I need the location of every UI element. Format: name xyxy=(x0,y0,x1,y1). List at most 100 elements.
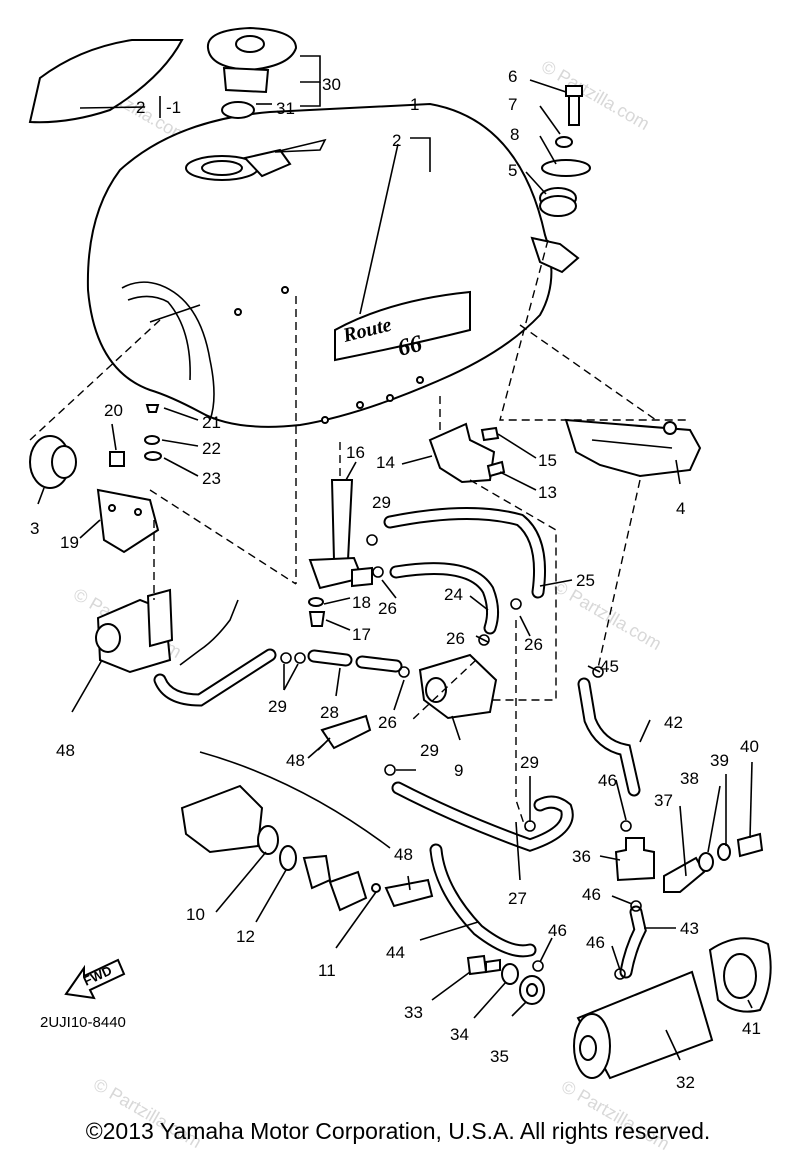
tank-cover-decal xyxy=(28,39,184,124)
callout-22: 22 xyxy=(202,439,221,458)
callout-24: 24 xyxy=(444,585,463,604)
callout-19: 19 xyxy=(60,533,79,552)
callout-29c: 29 xyxy=(420,741,439,760)
rear-bracket xyxy=(564,418,702,478)
callout-20: 20 xyxy=(104,401,123,420)
washer-18 xyxy=(308,597,324,607)
callout-12: 12 xyxy=(236,927,255,946)
callout-8: 8 xyxy=(510,125,519,144)
callout-26b: 26 xyxy=(446,629,465,648)
callout-13: 13 xyxy=(538,483,557,502)
callout-46b: 46 xyxy=(582,885,601,904)
callout-45: 45 xyxy=(600,657,619,676)
callout-26d: 26 xyxy=(378,713,397,732)
fuel-cock xyxy=(308,479,373,590)
fuel-cap xyxy=(206,26,298,94)
joint-36 xyxy=(614,837,655,882)
callout-18: 18 xyxy=(352,593,371,612)
callout-48a: 48 xyxy=(56,741,75,760)
callout-37: 37 xyxy=(654,791,673,810)
callout-46d: 46 xyxy=(548,921,567,940)
callout-30: 30 xyxy=(322,75,341,94)
fuel-tank: Route 66 xyxy=(86,102,580,428)
callout-16: 16 xyxy=(346,443,365,462)
bolt-33 xyxy=(466,954,488,976)
callout-46c: 46 xyxy=(586,933,605,952)
callout-31: 31 xyxy=(276,99,295,118)
fuel-pump-assembly xyxy=(95,588,277,707)
clamp-48b xyxy=(384,878,434,908)
hose-clips xyxy=(280,534,642,980)
washer-39 xyxy=(717,843,731,861)
callout-21: 21 xyxy=(202,413,221,432)
callout-26c: 26 xyxy=(524,635,543,654)
washer-38 xyxy=(698,852,714,872)
callout-labels: 2 -1 30 31 1 2 6 7 8 5 4 3 20 21 22 23 1… xyxy=(30,67,761,1092)
assembly-lines xyxy=(29,239,690,831)
cap-gasket xyxy=(221,101,255,119)
callout-46a: 46 xyxy=(598,771,617,790)
callout-29a: 29 xyxy=(372,493,391,512)
callout-33: 33 xyxy=(404,1003,423,1022)
watermark-text: © Partzilla.com xyxy=(538,56,653,134)
callout-38: 38 xyxy=(680,769,699,788)
leader-lines xyxy=(37,55,753,1061)
callout-48c: 48 xyxy=(394,845,413,864)
callout-3: 3 xyxy=(30,519,39,538)
callout-9: 9 xyxy=(454,761,463,780)
callout-32: 32 xyxy=(676,1073,695,1092)
tank-badge: Route 66 xyxy=(334,290,471,362)
screw-17 xyxy=(308,611,326,627)
callout-44: 44 xyxy=(386,943,405,962)
rear-bolt-assembly xyxy=(539,85,591,217)
callout-5: 5 xyxy=(508,161,517,180)
callout-28: 28 xyxy=(320,703,339,722)
collar-34 xyxy=(501,963,519,985)
callout-41: 41 xyxy=(742,1019,761,1038)
callout-48b: 48 xyxy=(286,751,305,770)
callout-17: 17 xyxy=(352,625,371,644)
washer-22 xyxy=(144,435,160,445)
callout-23: 23 xyxy=(202,469,221,488)
callout-6: 6 xyxy=(508,67,517,86)
callout-2: 2 xyxy=(392,131,401,150)
forward-arrow-icon: FWD xyxy=(64,958,126,1000)
pump-exploded-parts xyxy=(180,751,391,912)
callout-39: 39 xyxy=(710,751,729,770)
callout-27: 27 xyxy=(508,889,527,908)
bolt-20 xyxy=(109,451,125,467)
callout-42: 42 xyxy=(664,713,683,732)
callout-34: 34 xyxy=(450,1025,469,1044)
fuel-pump-9 xyxy=(418,653,498,720)
callout-7: 7 xyxy=(508,95,517,114)
canister-32 xyxy=(573,970,714,1080)
watermark-text: © Partzilla.com xyxy=(550,576,665,654)
callout-2-dash-1: -1 xyxy=(166,98,181,117)
screw-21 xyxy=(145,404,160,413)
callout-2b: 2 xyxy=(136,98,145,117)
copyright-notice: ©2013 Yamaha Motor Corporation, U.S.A. A… xyxy=(85,1118,711,1144)
diagram-code: 2UJI10-8440 xyxy=(40,1014,126,1031)
callout-14: 14 xyxy=(376,453,395,472)
callout-29b: 29 xyxy=(268,697,287,716)
callout-25: 25 xyxy=(576,571,595,590)
bracket-37 xyxy=(663,856,706,893)
callout-43: 43 xyxy=(680,919,699,938)
bolt-15 xyxy=(480,426,500,442)
callout-36: 36 xyxy=(572,847,591,866)
clamp-48 xyxy=(320,714,372,750)
fuel-hoses-upper xyxy=(383,507,547,635)
bolt-40 xyxy=(736,832,764,858)
callout-35: 35 xyxy=(490,1047,509,1066)
callout-4: 4 xyxy=(676,499,685,518)
washer-23 xyxy=(144,451,162,461)
callout-29d: 29 xyxy=(520,753,539,772)
callout-15: 15 xyxy=(538,451,557,470)
callout-1: 1 xyxy=(410,95,419,114)
callout-40: 40 xyxy=(740,737,759,756)
pump-bracket xyxy=(96,488,160,554)
callout-26a: 26 xyxy=(378,599,397,618)
front-damper xyxy=(29,435,77,489)
callout-10: 10 xyxy=(186,905,205,924)
